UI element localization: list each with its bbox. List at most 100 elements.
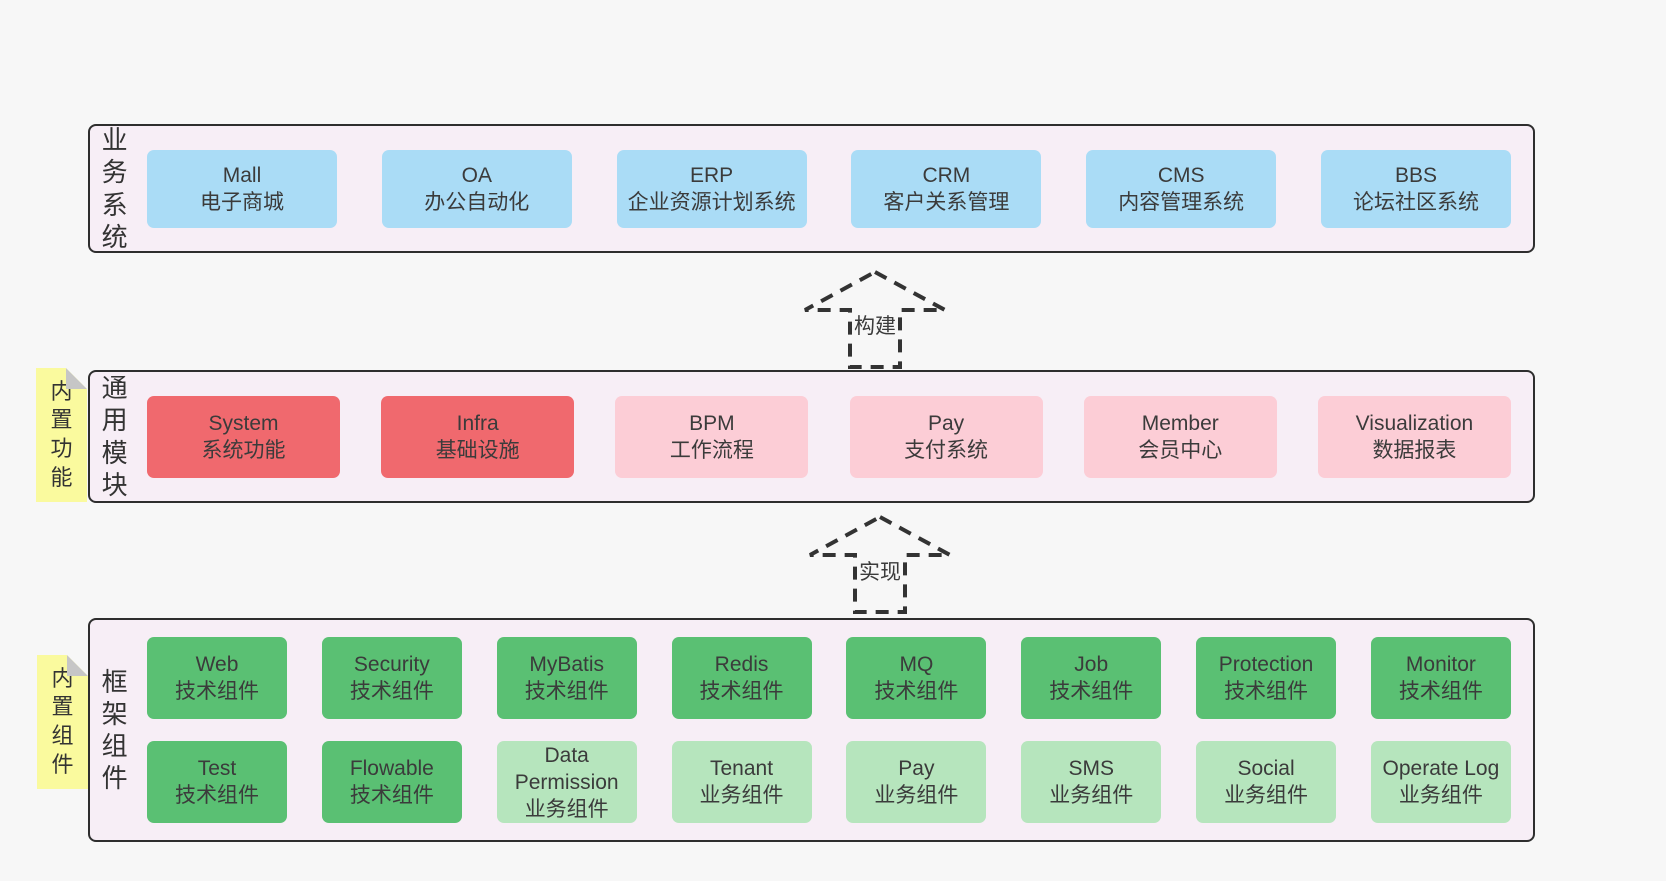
box-subtitle: 会员中心: [1138, 438, 1223, 462]
framework-boxes-grid: Web 技术组件 Security 技术组件 MyBatis 技术组件 Redi…: [90, 620, 1533, 840]
box-subtitle: 技术组件: [1398, 680, 1483, 703]
box-title: ERP: [690, 163, 734, 187]
box-title: BBS: [1394, 163, 1437, 187]
box-visualization: Visualization 数据报表: [1317, 395, 1511, 478]
box-subtitle: 业务组件: [699, 784, 784, 807]
box-title: Pay: [898, 757, 935, 780]
box-subtitle: 电子商城: [200, 190, 284, 214]
box-title: Pay: [927, 411, 965, 435]
modules-boxes-row: System 系统功能 Infra 基础设施 BPM 工作流程 Pay 支付系统…: [90, 372, 1533, 501]
panel-business-label-wrap: 业务系统: [101, 125, 128, 252]
box-flowable: Flowable 技术组件: [321, 741, 462, 823]
panel-framework-label: 框架组件: [101, 666, 128, 794]
box-test: Test 技术组件: [147, 741, 287, 823]
box-subtitle: 技术组件: [175, 784, 259, 807]
box-title: Protection: [1218, 653, 1314, 676]
box-title: MQ: [899, 653, 934, 676]
box-title: CRM: [922, 163, 971, 187]
box-subtitle: 工作流程: [669, 438, 754, 462]
dashed-up-arrow-icon: [809, 514, 951, 614]
box-title: Operate Log: [1382, 757, 1500, 780]
box-monitor: Monitor 技术组件: [1370, 637, 1511, 719]
box-subtitle: 技术组件: [175, 680, 259, 703]
box-subtitle: 技术组件: [874, 680, 959, 703]
arrow-implement-label: 实现: [859, 561, 901, 584]
box-sms: SMS 业务组件: [1021, 741, 1162, 823]
box-bbs: BBS 论坛社区系统: [1320, 149, 1511, 228]
box-oa: OA 办公自动化: [381, 149, 572, 228]
box-title: Web: [195, 653, 239, 676]
box-title: CMS: [1157, 163, 1205, 187]
box-pay-component: Pay 业务组件: [846, 741, 987, 823]
panel-framework-components: 框架组件 Web 技术组件 Security 技术组件 MyBatis 技术组件…: [88, 618, 1535, 842]
box-crm: CRM 客户关系管理: [851, 149, 1042, 228]
box-title: OA: [461, 163, 492, 187]
panel-business-systems: 业务系统 Mall 电子商城 OA 办公自动化 ERP 企业资源计划系统 CRM…: [88, 124, 1535, 253]
box-cms: CMS 内容管理系统: [1086, 149, 1277, 228]
box-title: Security: [353, 653, 430, 676]
box-security: Security 技术组件: [321, 637, 462, 719]
box-title: Tenant: [710, 757, 774, 780]
dashed-up-arrow-icon: [804, 269, 946, 369]
box-member: Member 会员中心: [1083, 395, 1277, 478]
box-infra: Infra 基础设施: [381, 395, 575, 478]
box-protection: Protection 技术组件: [1196, 637, 1337, 719]
box-subtitle: 业务组件: [1224, 784, 1309, 807]
folded-corner-icon: [67, 655, 88, 676]
framework-row-1: Web 技术组件 Security 技术组件 MyBatis 技术组件 Redi…: [147, 637, 1511, 719]
box-subtitle: 技术组件: [349, 784, 434, 807]
panel-modules-label: 通用模块: [101, 373, 128, 500]
box-redis: Redis 技术组件: [671, 637, 812, 719]
box-title: Flowable: [349, 757, 434, 780]
sticky-note-builtin-components: 内置组件: [37, 655, 88, 789]
box-title: Data Permission: [514, 743, 619, 794]
panel-framework-label-wrap: 框架组件: [101, 620, 128, 840]
box-subtitle: 技术组件: [1224, 680, 1309, 703]
box-operate-log: Operate Log 业务组件: [1370, 741, 1511, 823]
box-subtitle: 技术组件: [1049, 680, 1134, 703]
box-data-permission: Data Permission 业务组件: [496, 741, 637, 823]
box-subtitle: 支付系统: [904, 438, 989, 462]
box-web: Web 技术组件: [147, 637, 287, 719]
box-title: Monitor: [1405, 653, 1476, 676]
box-title: System: [208, 411, 279, 435]
box-subtitle: 业务组件: [1049, 784, 1134, 807]
box-tenant: Tenant 业务组件: [671, 741, 812, 823]
box-subtitle: 业务组件: [524, 797, 609, 821]
box-subtitle: 技术组件: [349, 680, 434, 703]
box-subtitle: 办公自动化: [424, 190, 530, 214]
arrow-build-label: 构建: [854, 315, 896, 338]
box-subtitle: 企业资源计划系统: [627, 190, 796, 214]
box-pay: Pay 支付系统: [849, 395, 1043, 478]
box-title: MyBatis: [529, 653, 605, 676]
box-title: Infra: [456, 411, 499, 435]
box-title: Job: [1074, 653, 1109, 676]
box-subtitle: 论坛社区系统: [1352, 190, 1479, 214]
box-title: Social: [1237, 757, 1295, 780]
box-erp: ERP 企业资源计划系统: [616, 149, 807, 228]
business-boxes-row: Mall 电子商城 OA 办公自动化 ERP 企业资源计划系统 CRM 客户关系…: [90, 126, 1533, 251]
sticky-builtin-components-label: 内置组件: [51, 665, 74, 777]
box-job: Job 技术组件: [1021, 637, 1162, 719]
box-subtitle: 技术组件: [699, 680, 784, 703]
sticky-note-builtin-features: 内置功能: [36, 368, 87, 502]
box-mall: Mall 电子商城: [147, 149, 337, 228]
box-subtitle: 业务组件: [1398, 784, 1483, 807]
box-subtitle: 技术组件: [524, 680, 609, 703]
box-title: Test: [197, 757, 237, 780]
box-system: System 系统功能: [147, 395, 340, 478]
panel-common-modules: 通用模块 System 系统功能 Infra 基础设施 BPM 工作流程 Pay…: [88, 370, 1535, 503]
box-title: Member: [1141, 411, 1219, 435]
arrow-implement: [802, 511, 958, 617]
box-subtitle: 客户关系管理: [883, 190, 1010, 214]
box-subtitle: 内容管理系统: [1118, 190, 1245, 214]
box-mq: MQ 技术组件: [846, 637, 987, 719]
folded-corner-icon: [66, 368, 87, 389]
box-title: BPM: [689, 411, 735, 435]
arrow-build: [797, 266, 953, 372]
box-mybatis: MyBatis 技术组件: [496, 637, 637, 719]
box-subtitle: 业务组件: [874, 784, 959, 807]
panel-business-label: 业务系统: [101, 125, 128, 252]
box-subtitle: 数据报表: [1372, 438, 1457, 462]
